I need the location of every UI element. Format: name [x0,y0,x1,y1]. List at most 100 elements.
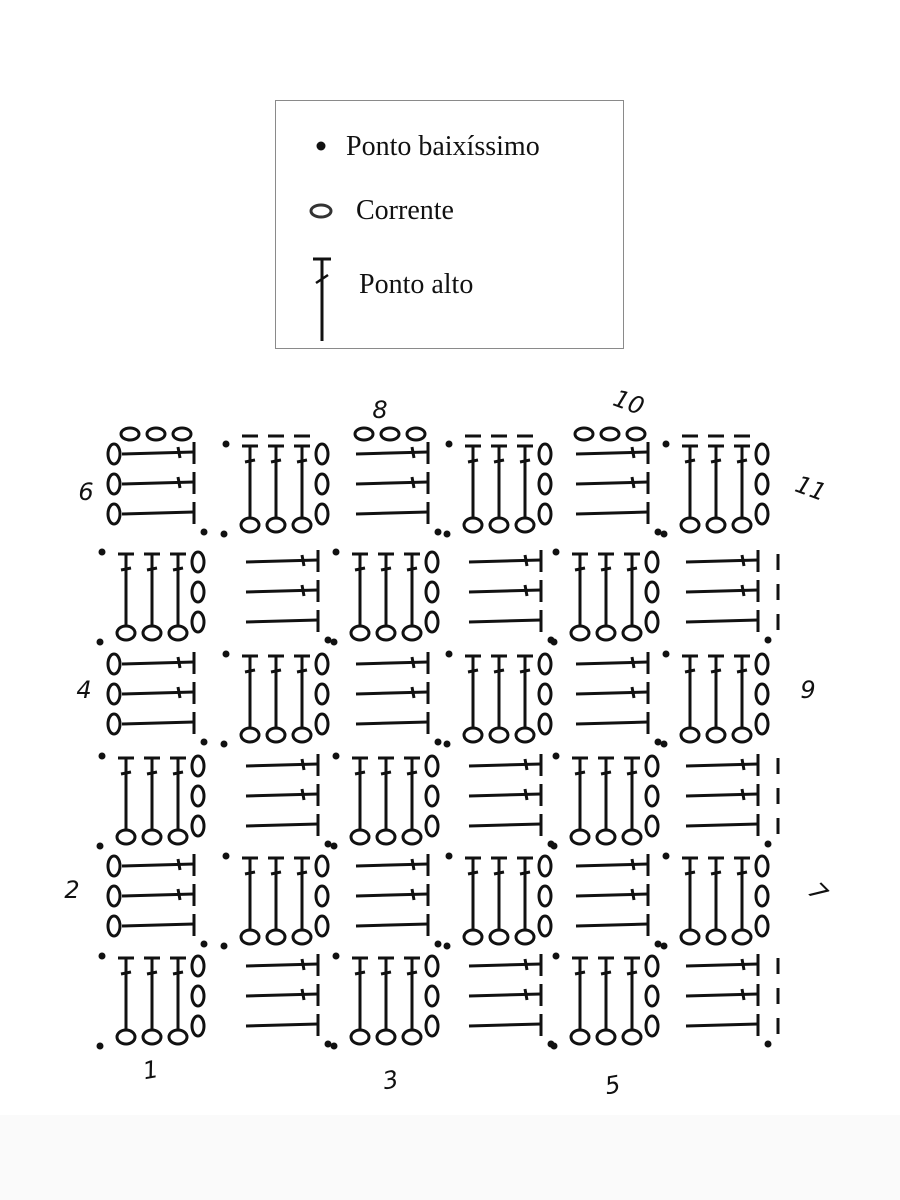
chain-stitch [621,1028,643,1046]
chain-stitch [314,884,330,908]
horizontal-block [573,426,662,536]
double-crochet-slash [626,770,638,776]
chain-stitch [754,884,770,908]
slip-stitch [660,740,668,748]
chain-stitch [190,954,206,978]
chain-stitch [731,928,753,946]
chain-stitch [424,550,440,574]
double-crochet-slash [300,758,306,771]
chain-stitch [679,928,701,946]
chain-stitch [401,1028,423,1046]
chain-stitch [595,624,617,642]
double-crochet-post [121,450,195,456]
double-crochet-slash [244,668,256,674]
vertical-block [330,752,440,850]
vertical-block [443,852,553,950]
horizontal-block [685,550,780,644]
vertical-block [660,440,770,538]
vertical-block [330,548,440,646]
chain-stitch [705,516,727,534]
double-crochet-slash [244,870,256,876]
double-crochet-slash [406,970,418,976]
double-crochet-post [121,660,195,666]
chain-stitch [291,726,313,744]
double-crochet-slash [519,668,531,674]
double-crochet-slash [626,566,638,572]
slip-stitch [330,638,338,646]
chain-stitch [754,502,770,526]
double-crochet-post [575,720,649,726]
slip-stitch [654,738,662,746]
double-crochet-slash [467,870,479,876]
chain-stitch [537,472,553,496]
double-crochet-slash [574,770,586,776]
double-crochet-post [685,762,759,768]
row-number-label: 2 [64,876,79,904]
chain-stitch [314,442,330,466]
chain-stitch [375,624,397,642]
double-crochet-post [468,558,542,564]
double-crochet-slash [630,446,636,459]
chain-stitch [754,652,770,676]
slip-stitch [764,636,772,644]
double-crochet-slash [600,970,612,976]
double-crochet-post [355,922,429,928]
double-crochet-post [245,822,319,828]
chain-stitch [141,828,163,846]
slip-stitch [324,1040,332,1048]
chain-stitch [239,928,261,946]
vertical-block [96,548,206,646]
vertical-block [550,548,660,646]
chain-stitch [644,550,660,574]
double-crochet-post [355,892,429,898]
double-crochet-slash [300,788,306,801]
row-number-label: 4 [76,676,91,704]
chain-stitch [754,854,770,878]
chain-stitch [106,884,122,908]
double-crochet-slash [574,566,586,572]
legend-item-slip-stitch: Ponto baixíssimo [276,129,623,169]
double-crochet-slash [523,788,529,801]
slip-stitch [324,636,332,644]
slip-stitch [222,440,230,448]
double-crochet-post [121,510,195,516]
row-number-label: 8 [372,396,387,424]
double-crochet-post [575,690,649,696]
double-crochet-slash [710,870,722,876]
vertical-block [220,650,330,748]
vertical-block [660,852,770,950]
double-crochet-post [245,588,319,594]
slip-stitch [443,530,451,538]
chain-stitch [239,726,261,744]
chain-stitch [644,580,660,604]
double-crochet-slash [736,668,748,674]
double-crochet-slash [354,566,366,572]
horizontal-block [245,550,332,644]
chain-stitch [621,828,643,846]
chain-stitch [644,610,660,634]
slip-stitch [443,942,451,950]
double-crochet-post [245,992,319,998]
chain-stitch [462,928,484,946]
double-crochet-icon [313,257,331,341]
chain-stitch [401,624,423,642]
double-crochet-slash [176,656,182,669]
chain-stitch [573,426,595,442]
double-crochet-slash [406,566,418,572]
double-crochet-post [685,1022,759,1028]
double-crochet-post [575,510,649,516]
chain-stitch [106,472,122,496]
double-crochet-post [575,892,649,898]
horizontal-block [245,754,332,848]
chain-stitch [537,914,553,938]
vertical-block [550,752,660,850]
vertical-block [220,440,330,538]
slip-stitch [445,650,453,658]
double-crochet-slash [270,870,282,876]
chain-stitch [190,784,206,808]
double-crochet-slash [519,458,531,464]
chain-stitch [167,624,189,642]
chain-stitch [106,914,122,938]
double-crochet-slash [740,554,746,567]
horizontal-block [575,854,662,948]
